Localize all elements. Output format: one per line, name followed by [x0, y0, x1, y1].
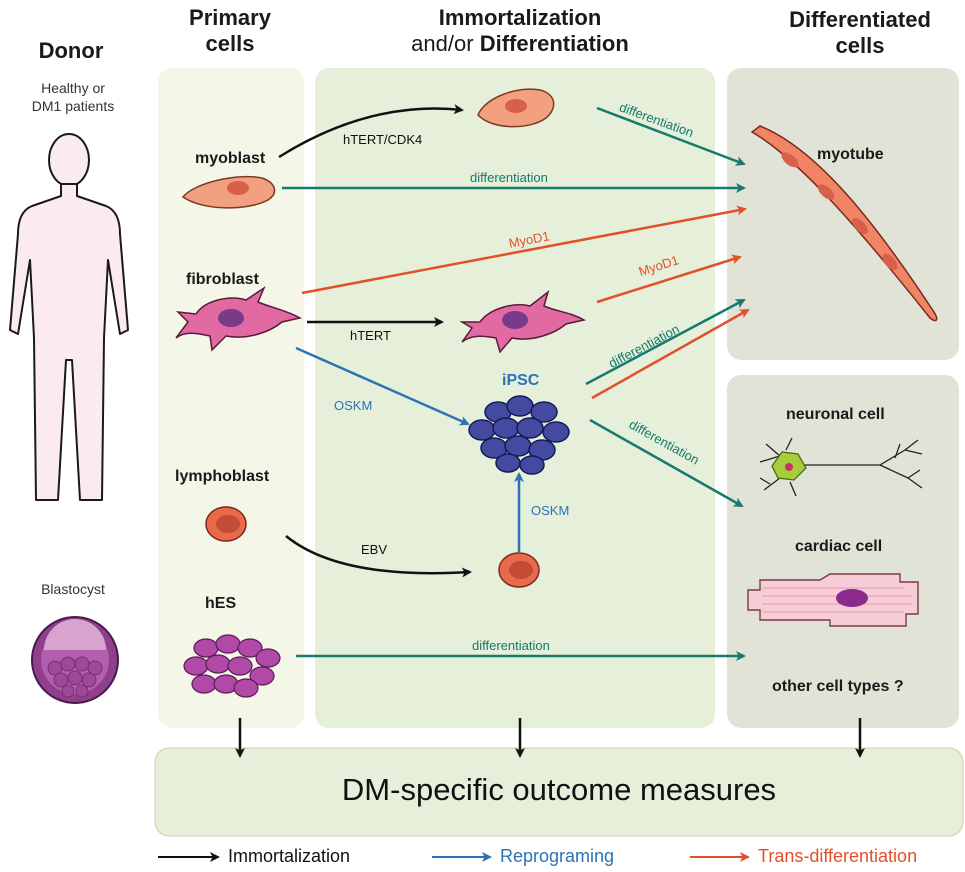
- cardiac-cell-icon: [747, 573, 919, 627]
- arrow-imm-fibroblast-myod1: [596, 254, 742, 304]
- ipsc-label: iPSC: [502, 372, 540, 389]
- label-diff-hes: differentiation: [472, 638, 550, 653]
- neuron-icon: [759, 437, 923, 497]
- fibroblast-label: fibroblast: [186, 271, 259, 288]
- label-oskm-lympho: OSKM: [531, 503, 570, 518]
- healthy-label-line1: Healthy or: [41, 80, 105, 96]
- label-diff-myoblast: differentiation: [470, 170, 548, 185]
- arrow-imm-myoblast-diff: [596, 106, 746, 166]
- arrow-myoblast-htert-cdk4: [278, 104, 464, 159]
- legend-trans-differentiation-label: Trans-differentiation: [758, 846, 918, 866]
- other-cell-types-label: other cell types ?: [772, 678, 904, 695]
- header-donor: Donor: [38, 38, 104, 63]
- arrow-lymphoblast-ebv: [285, 535, 472, 578]
- arrow-fibroblast-myod1: [301, 205, 747, 295]
- human-body-icon: [9, 133, 129, 501]
- legend-reprograming-label: Reprograming: [500, 846, 615, 866]
- cardiac-cell-label: cardiac cell: [795, 538, 883, 555]
- hes-label: hES: [205, 595, 237, 612]
- arrow-ipsc-neuron-diff: [589, 418, 744, 508]
- immortalized-fibroblast-icon: [459, 289, 587, 354]
- outcome-measures-label: DM-specific outcome measures: [341, 772, 777, 807]
- immortalized-lymphoblast-icon: [498, 552, 540, 588]
- label-htert: hTERT: [350, 328, 391, 343]
- arrow-ipsc-myotube-diff: [585, 298, 746, 386]
- arrow-fibroblast-oskm: [295, 346, 470, 426]
- header-differentiated-line2: cells: [835, 33, 885, 58]
- blastocyst-icon: [31, 616, 119, 704]
- fibroblast-cell-icon: [175, 285, 303, 352]
- myoblast-cell-icon: [181, 175, 276, 209]
- header-and-or: and/or: [411, 31, 474, 56]
- lymphoblast-cell-icon: [205, 506, 247, 542]
- neuronal-cell-label: neuronal cell: [786, 406, 885, 423]
- primary-cells-panel: [158, 68, 304, 728]
- header-primary-line1: Primary: [189, 5, 271, 30]
- blastocyst-label: Blastocyst: [41, 581, 105, 597]
- label-ebv: EBV: [361, 542, 388, 557]
- label-htert-cdk4: hTERT/CDK4: [343, 132, 423, 147]
- arrow-ipsc-trans: [591, 308, 750, 400]
- myotube-label: myotube: [817, 146, 884, 163]
- header-differentiation: Differentiation: [479, 31, 629, 56]
- ipsc-cluster-icon: [468, 395, 570, 475]
- header-immortalization: Immortalization: [438, 5, 602, 30]
- myoblast-label: myoblast: [195, 150, 266, 167]
- outcome-box: [154, 747, 964, 837]
- label-oskm-fibro: OSKM: [334, 398, 373, 413]
- legend-immortalization-label: Immortalization: [228, 846, 351, 866]
- healthy-label-line2: DM1 patients: [31, 98, 115, 114]
- header-differentiated-line1: Differentiated: [789, 7, 931, 32]
- myotube-icon: [750, 125, 938, 322]
- immortalized-myoblast-icon: [477, 88, 555, 128]
- header-primary-line2: cells: [205, 31, 255, 56]
- header-and-or-differentiation: and/or Differentiation: [360, 31, 680, 56]
- lymphoblast-label: lymphoblast: [175, 468, 270, 485]
- hes-cluster-icon: [183, 634, 281, 698]
